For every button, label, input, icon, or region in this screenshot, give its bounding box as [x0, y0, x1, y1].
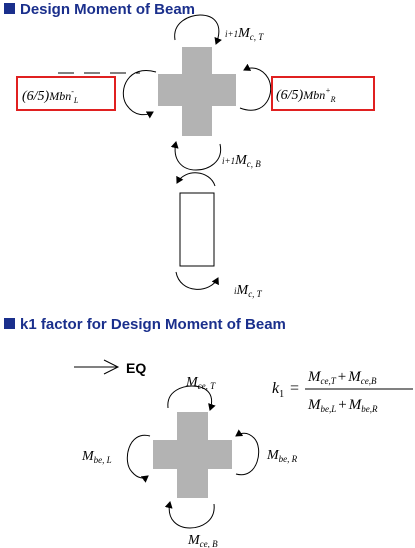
formula-lhs: k1: [272, 380, 284, 400]
top-moment-label-2: Mce, T: [185, 375, 216, 391]
right-moment-arrow: [239, 63, 272, 111]
bullet-square-icon: [4, 318, 15, 329]
column-bottom-moment-arrow: [175, 271, 219, 290]
left-moment-arrow-2: [126, 434, 151, 483]
section1-heading: Design Moment of Beam: [4, 1, 195, 18]
left-moment-label-2: Mbe, L: [81, 449, 112, 465]
section2-heading: k1 factor for Design Moment of Beam: [4, 316, 286, 333]
joint-cross-2: [153, 412, 232, 498]
k1-formula: k1 = Mce,T+Mce,B Mbe,L+Mbe,R: [272, 369, 413, 414]
formula-denominator: Mbe,L+Mbe,R: [307, 397, 378, 414]
top-moment-label: i+1Mc, T: [225, 26, 264, 42]
left-moment-box: [16, 76, 116, 111]
bottom-moment-label: i+1Mc, B: [222, 153, 261, 169]
right-moment-arrow-2: [235, 429, 260, 476]
right-moment-box-label: (6/5)Mbn+R: [276, 86, 336, 104]
bottom-moment-arrow: [170, 141, 222, 171]
column-element: [179, 192, 215, 267]
top-moment-arrow: [174, 14, 222, 45]
column-top-moment-arrow: [176, 172, 216, 187]
column-moment-label: iMc, T: [234, 283, 263, 299]
section2-title: k1 factor for Design Moment of Beam: [20, 316, 286, 333]
eq-label: EQ: [126, 360, 146, 376]
eq-arrow-head-icon: [103, 359, 120, 375]
bottom-moment-arrow-2: [164, 501, 215, 529]
bottom-moment-label-2: Mce, B: [187, 533, 218, 548]
right-moment-box: [271, 76, 375, 111]
joint-cross-1: [158, 47, 236, 136]
left-moment-arrow: [122, 70, 157, 119]
top-moment-arrow-2: [167, 385, 216, 411]
left-moment-box-label: (6/5)Mbn-L: [22, 87, 79, 105]
right-moment-label-2: Mbe, R: [266, 448, 298, 464]
bullet-square-icon: [4, 3, 15, 14]
section1-title: Design Moment of Beam: [20, 1, 196, 18]
formula-equals: =: [290, 380, 299, 397]
formula-numerator: Mce,T+Mce,B: [307, 369, 377, 386]
